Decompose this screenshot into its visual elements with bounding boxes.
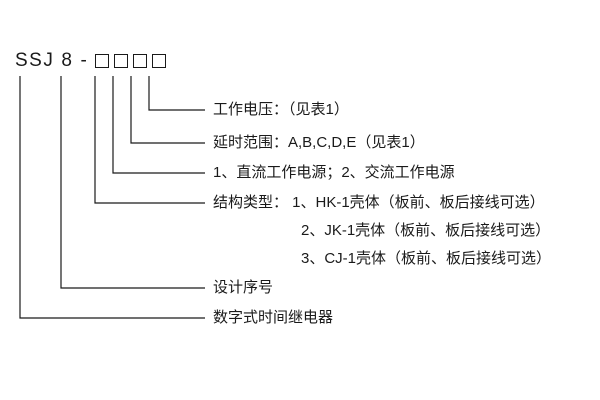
label-design-serial: 设计序号 [213, 279, 274, 296]
label-structure-type: 结构类型： 1、HK-1壳体（板前、板后接线可选） [213, 194, 545, 211]
label-structure-type-option-3: 3、CJ-1壳体（板前、板后接线可选） [301, 250, 552, 267]
model-number: 8 [61, 50, 74, 71]
model-code: SSJ 8 - [15, 50, 171, 72]
model-separator: - [80, 50, 89, 71]
model-prefix: SSJ [15, 50, 55, 71]
label-product-name: 数字式时间继电器 [213, 309, 334, 326]
label-delay-range: 延时范围：A,B,C,D,E（见表1） [213, 134, 425, 151]
code-box-2 [114, 54, 129, 68]
label-working-voltage: 工作电压：（见表1） [213, 101, 349, 118]
label-power-type: 1、直流工作电源；2、交流工作电源 [213, 164, 455, 181]
code-box-4 [152, 54, 167, 68]
label-structure-type-option-2: 2、JK-1壳体（板前、板后接线可选） [301, 222, 551, 239]
code-box-1 [95, 54, 110, 68]
code-box-3 [133, 54, 148, 68]
